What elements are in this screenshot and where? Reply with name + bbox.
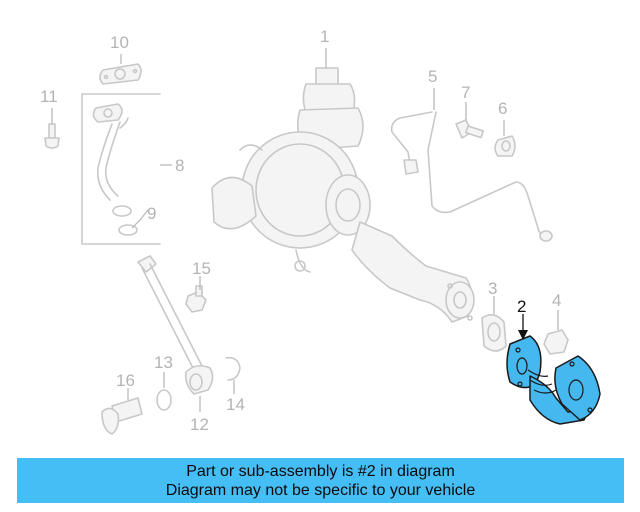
callout-5: 5 bbox=[428, 67, 437, 86]
callout-8: 8 bbox=[175, 156, 184, 175]
callout-15: 15 bbox=[192, 259, 211, 278]
part-15-bolt bbox=[185, 285, 207, 313]
parts-diagram: 10 11 8 9 1 bbox=[40, 27, 601, 435]
callout-1: 1 bbox=[320, 27, 329, 46]
callout-13: 13 bbox=[154, 353, 173, 372]
callout-16: 16 bbox=[116, 371, 135, 390]
part-7-bolt bbox=[455, 119, 485, 139]
part-2-exhaust-pipe bbox=[506, 335, 601, 425]
callout-6: 6 bbox=[498, 99, 507, 118]
callout-4: 4 bbox=[552, 291, 561, 310]
part-4-nut bbox=[543, 329, 569, 355]
part-10-gasket bbox=[99, 63, 142, 85]
part-16-fitting bbox=[101, 397, 143, 435]
banner-line-1: Part or sub-assembly is #2 in diagram bbox=[186, 462, 455, 480]
callout-10: 10 bbox=[110, 33, 129, 52]
callout-3: 3 bbox=[488, 279, 497, 298]
part-6-nut bbox=[494, 135, 516, 157]
info-banner: Part or sub-assembly is #2 in diagram Di… bbox=[17, 458, 624, 503]
part-11-bolt bbox=[44, 123, 60, 149]
callout-14: 14 bbox=[226, 395, 245, 414]
callout-7: 7 bbox=[461, 83, 470, 102]
callout-12: 12 bbox=[190, 415, 209, 434]
callout-9: 9 bbox=[147, 204, 156, 223]
part-13-o-ring bbox=[156, 389, 172, 411]
part-8-oil-feed-pipe bbox=[81, 93, 161, 245]
part-1-turbocharger bbox=[211, 67, 475, 323]
part-12-oil-return-pipe bbox=[137, 255, 214, 395]
part-14-clip bbox=[225, 356, 241, 381]
banner-line-2: Diagram may not be specific to your vehi… bbox=[165, 481, 476, 499]
callout-11: 11 bbox=[40, 87, 58, 106]
part-3-gasket bbox=[481, 314, 507, 352]
part-5-sensor-line bbox=[390, 111, 553, 242]
callout-2: 2 bbox=[517, 297, 526, 316]
